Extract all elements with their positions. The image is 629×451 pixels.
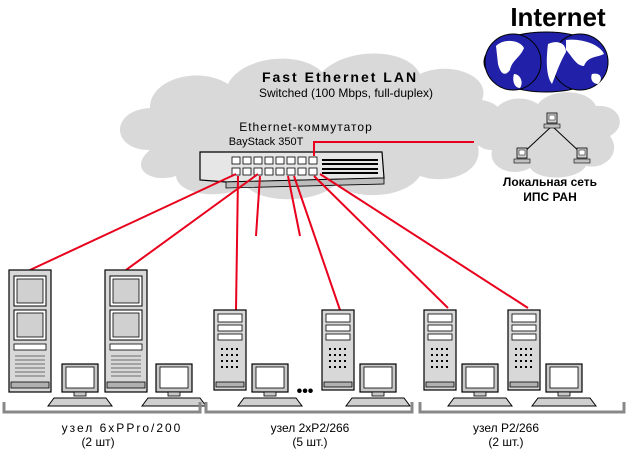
- server-tower: [104, 269, 148, 393]
- server-minitower: [507, 309, 541, 391]
- workstation: [345, 363, 411, 407]
- group-2-count: (5 шт.): [292, 435, 327, 449]
- local-network-icon: [513, 112, 591, 164]
- node-group-p2: [423, 309, 597, 407]
- switch-model: BayStack 350T: [229, 136, 304, 148]
- link-local-net: [313, 141, 474, 156]
- link-node-6: [319, 173, 529, 309]
- local-network-cloud: [475, 92, 620, 178]
- ellipsis: •••: [297, 383, 314, 400]
- server-minitower: [321, 309, 355, 391]
- globe-icon: [483, 31, 609, 93]
- workstation: [447, 363, 513, 407]
- lan-subtitle: Switched (100 Mbps, full-duplex): [259, 86, 433, 100]
- workstation: [237, 363, 303, 407]
- node-group-ppro: [8, 269, 207, 407]
- workstation: [141, 363, 207, 407]
- group-1-label: узел 6xPPro/200: [62, 421, 183, 435]
- group-2-label: узел 2xP2/266: [271, 421, 350, 435]
- group-brackets: [2, 402, 626, 414]
- link-node-3: [235, 175, 239, 311]
- lan-title: Fast Ethernet LAN: [262, 69, 418, 85]
- link-node-4: [293, 175, 341, 311]
- server-minitower: [423, 309, 457, 391]
- switch-label: Ethernet-коммутатор: [239, 120, 373, 134]
- network-links: [29, 141, 529, 311]
- group-3-count: (2 шт.): [488, 435, 523, 449]
- ethernet-switch: [199, 151, 385, 189]
- workstation: [531, 363, 597, 407]
- local-net-line2: ИПС РАН: [523, 190, 577, 204]
- workstation: [47, 363, 113, 407]
- server-minitower: [213, 309, 247, 391]
- link-node-1: [29, 173, 237, 271]
- link-node-5: [313, 175, 449, 309]
- internet-label: Internet: [510, 2, 606, 32]
- local-net-line1: Локальная сеть: [503, 175, 597, 189]
- link-node-2: [125, 173, 259, 271]
- server-tower: [8, 269, 52, 393]
- group-1-count: (2 шт): [81, 435, 114, 449]
- group-3-label: узел P2/266: [473, 421, 539, 435]
